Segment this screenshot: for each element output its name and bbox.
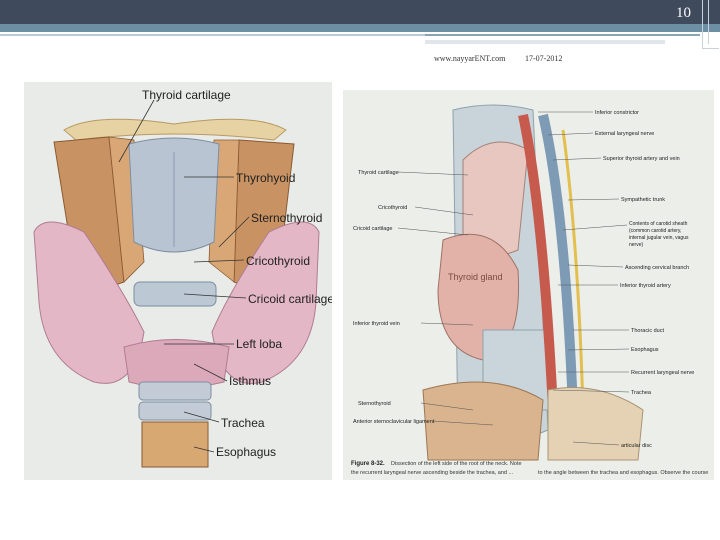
label-superior-thyroid: Superior thyroid artery and vein [603, 156, 680, 162]
caption-line-1: Dissection of the left side of the root … [391, 461, 522, 467]
thyroid-anterior-svg: Thyroid cartilage Thyrohyoid Sternothyro… [24, 82, 332, 480]
neck-dissection-illustration: Inferior constrictor External laryngeal … [343, 90, 714, 480]
label-cricoid-cartilage: Cricoid cartilage [248, 292, 332, 306]
title-bar-rule [0, 34, 690, 36]
label-trachea: Trachea [221, 416, 265, 430]
caption-line-3: to the angle between the trachea and eso… [538, 470, 708, 476]
header-frame-inner [425, 40, 665, 44]
label-thyrohyoid: Thyrohyoid [236, 171, 295, 185]
label-carotid-sheath: Contents of carotid sheath (common carot… [629, 221, 690, 248]
caption-line-2: the recurrent laryngeal nerve ascending … [351, 470, 514, 476]
header-frame [425, 34, 700, 48]
neck-dissection-svg: Inferior constrictor External laryngeal … [343, 90, 714, 480]
label-inferior-thyroid-vein: Inferior thyroid vein [353, 321, 400, 327]
label-cricothyroid: Cricothyroid [246, 254, 310, 268]
label-esophagus: Esophagus [631, 347, 659, 353]
label-thyroid-cartilage: Thyroid cartilage [358, 170, 399, 176]
website-footer: www.nayyarENT.com [434, 54, 506, 63]
label-sympathetic-trunk: Sympathetic trunk [621, 197, 665, 203]
label-ascending-cervical: Ascending cervical branch [625, 265, 689, 271]
label-thyroid-gland: Thyroid gland [448, 272, 503, 282]
label-cricothyroid: Cricothyroid [378, 205, 407, 211]
title-bar-accent [0, 24, 720, 32]
label-thyroid-cartilage: Thyroid cartilage [142, 88, 231, 102]
label-esophagus: Esophagus [216, 445, 276, 459]
label-inferior-constrictor: Inferior constrictor [595, 110, 639, 116]
label-anterior-sternoclavicular: Anterior sternoclavicular ligament [353, 419, 435, 425]
label-inferior-thyroid-artery: Inferior thyroid artery [620, 283, 671, 289]
date-footer: 17-07-2012 [525, 54, 563, 63]
label-recurrent-laryngeal: Recurrent laryngeal nerve [631, 370, 694, 376]
corner-frame-inner [708, 0, 720, 44]
label-cricoid-cartilage: Cricoid cartilage [353, 226, 392, 232]
label-trachea: Trachea [631, 390, 652, 396]
corner-frame [702, 0, 719, 49]
caption-figure-label: Figure 8-32. [351, 461, 385, 467]
thyroid-anterior-illustration: Thyroid cartilage Thyrohyoid Sternothyro… [24, 82, 332, 480]
slide-number: 10 [676, 5, 691, 21]
label-left-lobe: Left loba [236, 337, 282, 351]
label-sternothyroid: Sternothyroid [358, 401, 391, 407]
label-articular-disc: articular disc [621, 443, 652, 449]
label-sternothyroid: Sternothyroid [251, 211, 322, 225]
label-thoracic-duct: Thoracic duct [631, 328, 664, 334]
label-external-laryngeal-nerve: External laryngeal nerve [595, 131, 654, 137]
title-bar [0, 0, 720, 24]
label-isthmus: Isthmus [229, 374, 271, 388]
